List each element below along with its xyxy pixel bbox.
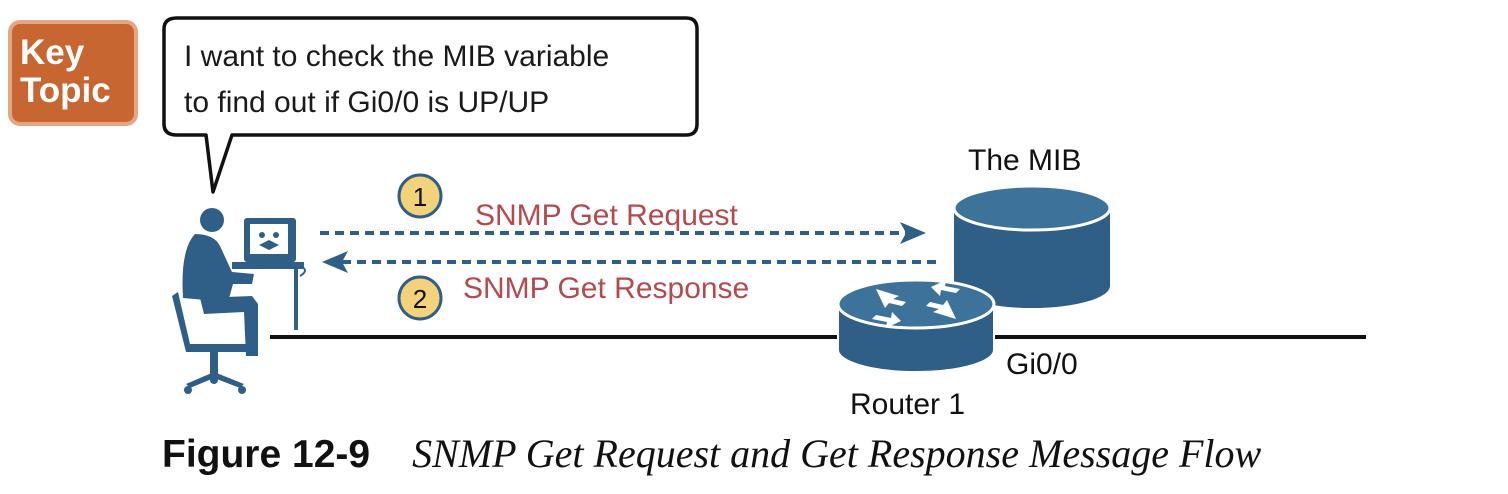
get-request-arrow [320,222,926,244]
manager-workstation-icon [172,208,306,394]
speech-bubble-line1: I want to check the MIB variable [184,40,609,73]
speech-bubble: I want to check the MIB variable to find… [162,16,699,194]
mib-database-icon [952,184,1112,308]
figure-label: Figure 12-9 [162,433,371,476]
interface-label: Gi0/0 [1006,348,1078,381]
step-2-label: SNMP Get Response [463,272,749,305]
figure-caption: Figure 12-9 SNMP Get Request and Get Res… [162,430,1261,486]
router-icon [836,278,996,373]
step-2-number: 2 [413,284,427,314]
step-1: 1 SNMP Get Request [397,173,739,232]
step-1-label: SNMP Get Request [475,199,739,232]
key-topic-line1: Key [20,33,85,72]
step-1-number: 1 [413,182,427,212]
speech-bubble-line2: to find out if Gi0/0 is UP/UP [184,86,549,119]
key-topic-line2: Topic [20,71,111,110]
mib-label: The MIB [968,144,1081,177]
router-label: Router 1 [850,388,965,421]
key-topic-badge: Key Topic [8,20,138,126]
step-2: 2 SNMP Get Response [397,272,749,321]
get-response-arrow [322,251,940,273]
figure-title: SNMP Get Request and Get Response Messag… [412,431,1262,476]
